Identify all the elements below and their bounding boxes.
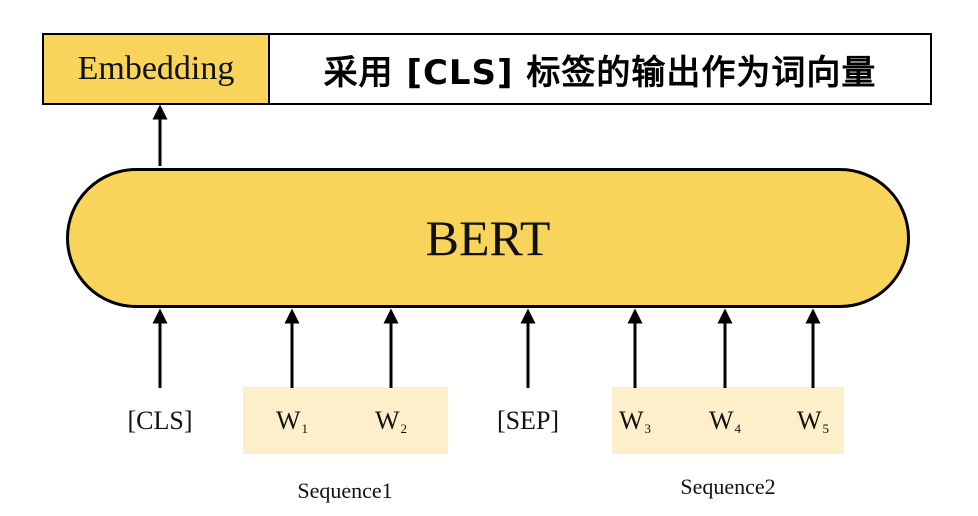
token-w5-sub: 5	[822, 421, 830, 436]
bert-label: BERT	[425, 210, 551, 266]
token-w1-sub: 1	[301, 421, 309, 436]
token-cls-text: [CLS]	[127, 406, 193, 435]
sequence1-highlight	[243, 387, 448, 454]
token-w2-sub: 2	[400, 421, 408, 436]
token-w4-sub: 4	[734, 421, 742, 436]
token-cls: [CLS]	[110, 403, 210, 439]
bert-model-block: BERT	[66, 168, 910, 308]
token-w3-sub: 3	[644, 421, 652, 436]
header-description: 采用 [CLS] 标签的输出作为词向量	[323, 52, 877, 93]
token-w4-base: W	[708, 406, 734, 435]
token-w5-base: W	[796, 406, 822, 435]
token-w1-base: W	[275, 406, 301, 435]
sequence2-label: Sequence2	[680, 474, 776, 499]
header-box: Embedding 采用 [CLS] 标签的输出作为词向量	[42, 33, 932, 105]
token-sep-text: [SEP]	[496, 406, 560, 435]
embedding-label: Embedding	[44, 35, 270, 103]
sequence1-label: Sequence1	[297, 478, 393, 503]
token-sep: [SEP]	[478, 403, 578, 439]
token-w2-base: W	[374, 406, 400, 435]
token-w3-base: W	[618, 406, 644, 435]
sequence2-highlight	[612, 387, 844, 454]
